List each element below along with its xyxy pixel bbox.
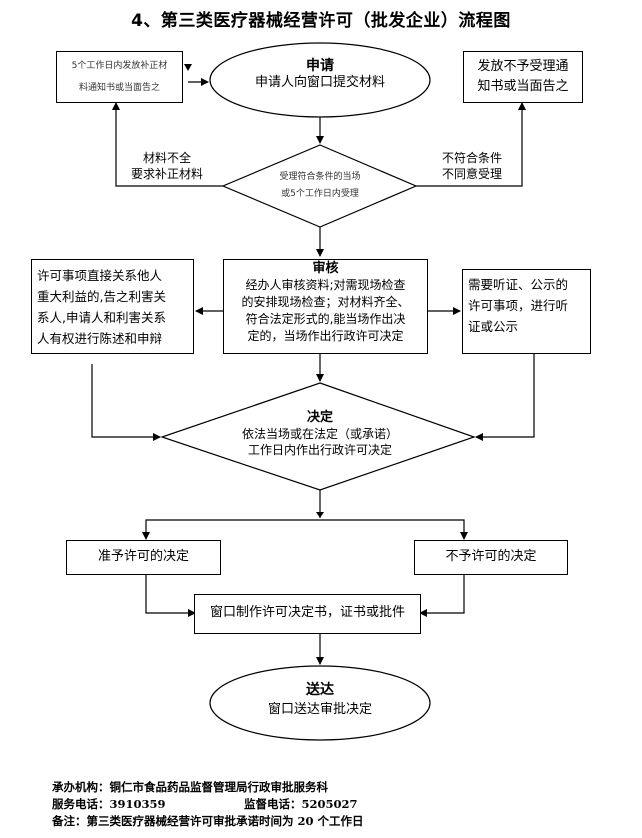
- reject-line1: 发放不予受理通: [477, 59, 569, 74]
- decision-line2: 工作日内作出行政许可决定: [247, 443, 392, 457]
- not-qualified-line1: 不符合条件: [441, 151, 502, 165]
- deliver-node: 送达 窗口送达审批决定: [230, 681, 410, 719]
- apply-text: 申请人向窗口提交材料: [254, 75, 385, 91]
- decision-heading: 决定: [306, 410, 333, 425]
- page-title: 4、第三类医疗器械经营许可（批发企业）流程图: [131, 11, 511, 31]
- apply-node: 申请 申请人向窗口提交材料: [230, 57, 410, 92]
- hearing-line: 需要听证、公示的: [468, 277, 569, 292]
- hearing-box: 需要听证、公示的 许可事项，进行听 证或公示: [462, 269, 591, 354]
- stakeholder-line: 重大利益的,告之利害关: [37, 289, 166, 304]
- marker-split: [316, 512, 324, 518]
- apply-heading: 申请: [306, 58, 334, 74]
- footer-agency: 承办机构：铜仁市食品药品监督管理局行政审批服务科: [52, 780, 328, 794]
- review-line: 经办人审核资料;对需现场检查: [245, 278, 406, 292]
- edge-label-incomplete: 材料不全 要求补正材料: [122, 150, 212, 182]
- deny-text: 不予许可的决定: [445, 549, 537, 564]
- grant-text: 准予许可的决定: [97, 549, 189, 564]
- deliver-ellipse: [209, 665, 431, 741]
- reject-notice-text: 发放不予受理通 知书或当面告之: [464, 57, 582, 97]
- arrow-deny-to-issue: [419, 574, 465, 617]
- review-text: 审核 经办人审核资料;对需现场检查 的安排现场检查；对材料齐全、 符合法定形式的…: [224, 260, 427, 345]
- grant-box: 准予许可的决定: [66, 540, 221, 575]
- stakeholder-line: 许可事项直接关系他人: [37, 268, 163, 283]
- accept-line2: 或5个工作日内受理: [281, 189, 359, 199]
- arrow-incomplete: [112, 102, 223, 187]
- arrow-grant-to-issue: [145, 574, 196, 617]
- decision-line1: 依法当场或在法定（或承诺）: [241, 427, 398, 441]
- issue-box: 窗口制作许可决定书，证书或批件: [194, 594, 421, 634]
- arrow-to-deny: [320, 519, 468, 540]
- stakeholder-text: 许可事项直接关系他人 重大利益的,告之利害关 系人,申请人和利害关系 人有权进行…: [37, 265, 166, 349]
- deny-box: 不予许可的决定: [414, 540, 568, 575]
- incomplete-line1: 材料不全: [142, 151, 191, 165]
- accept-decision-text: 受理符合条件的当场 或5个工作日内受理: [255, 169, 385, 203]
- review-line: 的安排现场检查；对材料齐全、: [241, 295, 410, 309]
- deliver-text: 窗口送达审批决定: [267, 702, 372, 717]
- footer-service-phone: 服务电话：3910359: [52, 797, 166, 811]
- supplement-notice-text: 5个工作日内发放补正材 料通知书或当面告之: [57, 55, 182, 99]
- supplement-notice-box: 5个工作日内发放补正材 料通知书或当面告之: [56, 51, 183, 103]
- deliver-heading: 送达: [306, 682, 334, 698]
- decision-text: 决定 依法当场或在法定（或承诺） 工作日内作出行政许可决定: [220, 410, 420, 458]
- hearing-line: 证或公示: [468, 319, 519, 334]
- not-qualified-line2: 不同意受理: [441, 167, 502, 181]
- arrow-not-qualified: [416, 102, 526, 187]
- issue-text: 窗口制作许可决定书，证书或批件: [209, 605, 405, 620]
- incomplete-line2: 要求补正材料: [130, 167, 203, 181]
- review-line: 定的，当场作出行政许可决定: [247, 329, 404, 343]
- stakeholder-box: 许可事项直接关系他人 重大利益的,告之利害关 系人,申请人和利害关系 人有权进行…: [31, 259, 194, 354]
- footer-supervision-phone: 监督电话：5205027: [244, 797, 358, 811]
- stakeholder-line: 人有权进行陈述和申辩: [37, 331, 163, 346]
- arrow-hearing-to-decision: [475, 354, 535, 441]
- edge-label-not-qualified: 不符合条件 不同意受理: [432, 150, 512, 182]
- stakeholder-line: 系人,申请人和利害关系: [37, 310, 166, 325]
- review-heading: 审核: [312, 261, 339, 276]
- reject-notice-box: 发放不予受理通 知书或当面告之: [463, 51, 583, 103]
- supplement-line2: 料通知书或当面告之: [78, 83, 160, 93]
- reject-line2: 知书或当面告之: [477, 79, 569, 94]
- hearing-text: 需要听证、公示的 许可事项，进行听 证或公示: [468, 274, 568, 337]
- arrow-to-grant: [142, 519, 320, 540]
- footer-note: 备注：第三类医疗器械经营许可审批承诺时间为 20 个工作日: [52, 814, 364, 828]
- review-box: 审核 经办人审核资料;对需现场检查 的安排现场检查；对材料齐全、 符合法定形式的…: [223, 259, 428, 354]
- accept-line1: 受理符合条件的当场: [279, 172, 361, 182]
- review-line: 符合法定形式的,能当场作出决: [245, 312, 406, 326]
- arrow-stakeholder-to-decision: [91, 364, 161, 441]
- marker-small: [184, 64, 192, 71]
- hearing-line: 许可事项，进行听: [468, 298, 569, 313]
- supplement-line1: 5个工作日内发放补正材: [71, 61, 168, 71]
